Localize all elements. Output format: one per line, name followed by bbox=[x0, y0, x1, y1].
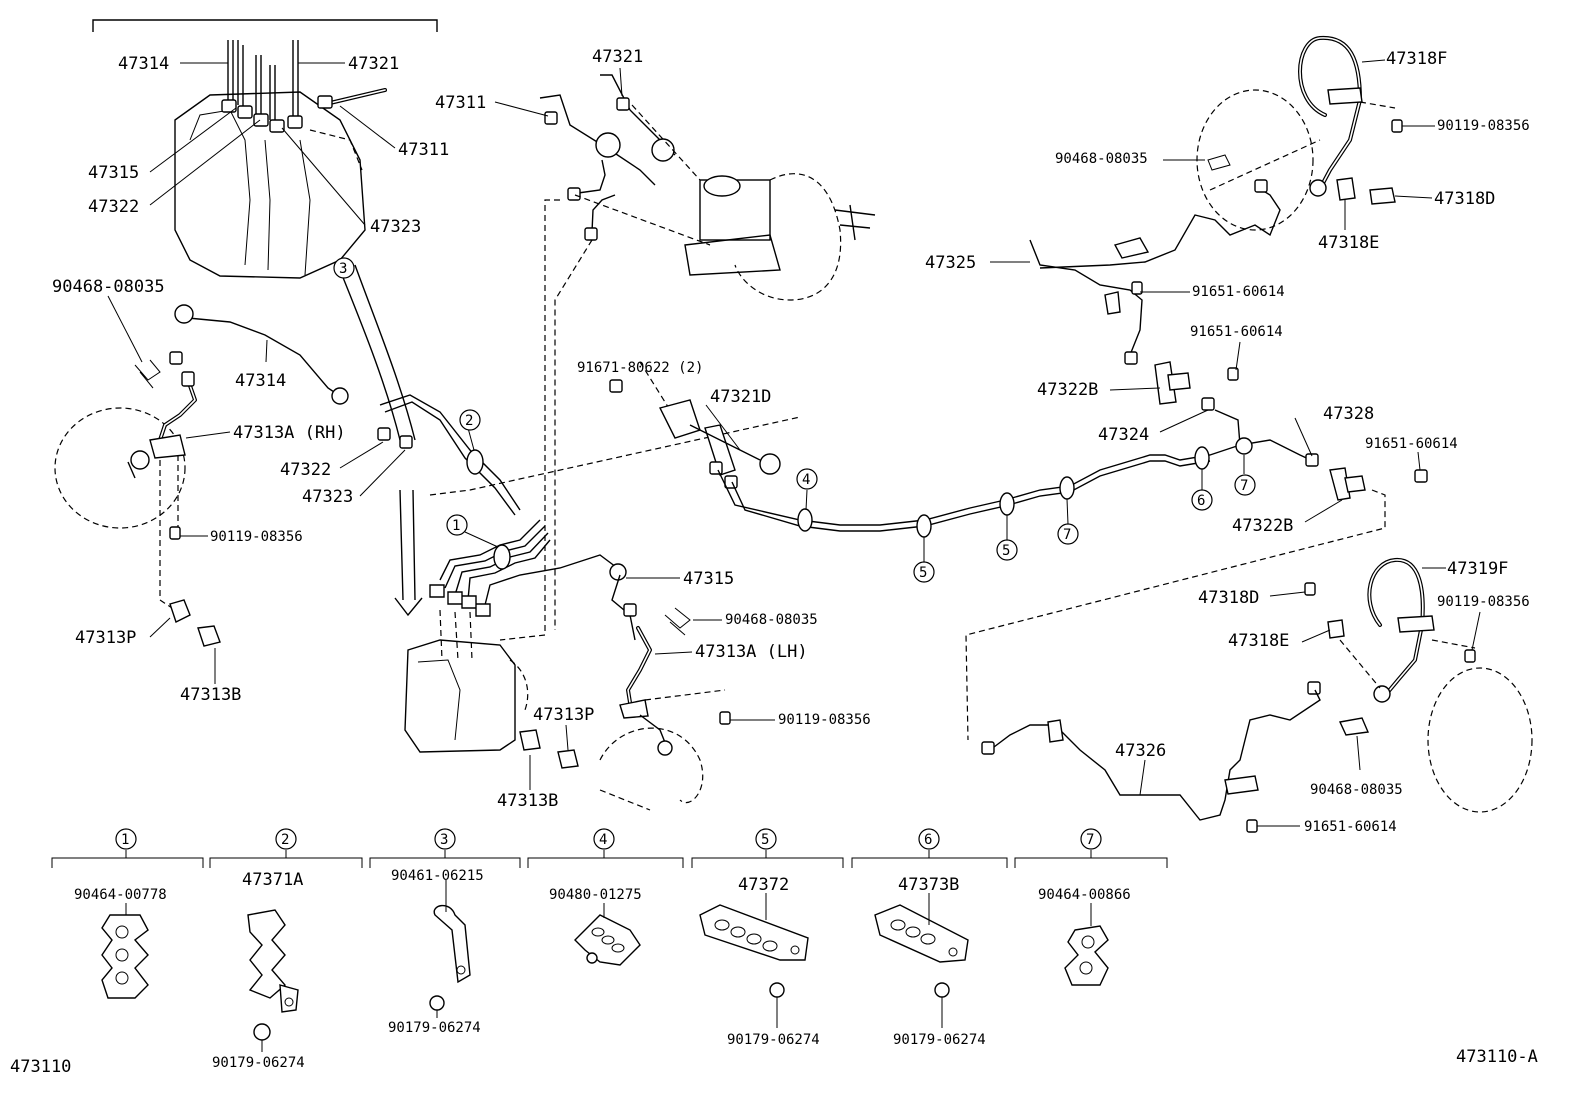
label-47318E-a: 47318E bbox=[1318, 233, 1379, 253]
center-abs-unit bbox=[331, 264, 801, 753]
marker-5a: 5 bbox=[919, 565, 927, 581]
table-num-1: 1 bbox=[121, 832, 129, 848]
label-47325: 47325 bbox=[925, 253, 976, 273]
table-part-7: 90464-00866 bbox=[1038, 887, 1131, 903]
rear-brake-line bbox=[609, 361, 1428, 741]
clamp-markers bbox=[333, 257, 1256, 583]
label-47313A-lh: 47313A (LH) bbox=[695, 642, 808, 662]
clamp-table bbox=[51, 828, 1168, 1052]
marker-4: 4 bbox=[802, 472, 810, 488]
label-47322B-b: 47322B bbox=[1232, 516, 1293, 536]
table-part-6: 47373B bbox=[898, 875, 959, 895]
label-47321D: 47321D bbox=[710, 387, 771, 407]
table-part-5: 47372 bbox=[738, 875, 789, 895]
label-abs-47314: 47314 bbox=[118, 54, 169, 74]
table-num-6: 6 bbox=[924, 832, 932, 848]
abs-actuator-detail bbox=[92, 19, 438, 279]
label-47313A-rh: 47313A (RH) bbox=[233, 423, 346, 443]
label-abs-47315: 47315 bbox=[88, 163, 139, 183]
label-47313P-rh: 47313P bbox=[75, 628, 136, 648]
label-47321-mc: 47321 bbox=[592, 47, 643, 67]
rear-lh-brake-assembly bbox=[981, 557, 1533, 833]
marker-5b: 5 bbox=[1002, 543, 1010, 559]
table-num-2: 2 bbox=[281, 832, 289, 848]
label-90468-lh: 90468-08035 bbox=[725, 612, 818, 628]
table-bolt-3: 90179-06274 bbox=[388, 1020, 481, 1036]
label-90468-a: 90468-08035 bbox=[1055, 151, 1148, 167]
marker-6: 6 bbox=[1197, 493, 1205, 509]
label-abs-47322: 47322 bbox=[88, 197, 139, 217]
label-47313B-rh: 47313B bbox=[180, 685, 241, 705]
label-47318F: 47318F bbox=[1386, 49, 1447, 69]
table-bolt-2: 90179-06274 bbox=[212, 1055, 305, 1071]
table-num-4: 4 bbox=[599, 832, 607, 848]
table-num-7: 7 bbox=[1086, 832, 1094, 848]
table-bolt-6: 90179-06274 bbox=[893, 1032, 986, 1048]
table-num-3: 3 bbox=[440, 832, 448, 848]
table-bolt-5: 90179-06274 bbox=[727, 1032, 820, 1048]
label-91671: 91671-80622 (2) bbox=[577, 360, 703, 376]
label-47313B-lh: 47313B bbox=[497, 791, 558, 811]
label-47315: 47315 bbox=[683, 569, 734, 589]
label-91651-d: 91651-60614 bbox=[1304, 819, 1397, 835]
label-90119-lh: 90119-08356 bbox=[778, 712, 871, 728]
label-47322B-a: 47322B bbox=[1037, 380, 1098, 400]
label-47318D-a: 47318D bbox=[1434, 189, 1495, 209]
label-47323: 47323 bbox=[302, 487, 353, 507]
label-47318E-b: 47318E bbox=[1228, 631, 1289, 651]
label-47313P-lh: 47313P bbox=[533, 705, 594, 725]
marker-7a: 7 bbox=[1063, 527, 1071, 543]
table-num-5: 5 bbox=[761, 832, 769, 848]
label-47314: 47314 bbox=[235, 371, 286, 391]
table-part-1: 90464-00778 bbox=[74, 887, 167, 903]
label-47311-mc: 47311 bbox=[435, 93, 486, 113]
label-91651-b: 91651-60614 bbox=[1190, 324, 1283, 340]
marker-3: 3 bbox=[339, 261, 347, 277]
table-part-2: 47371A bbox=[242, 870, 303, 890]
label-47326: 47326 bbox=[1115, 741, 1166, 761]
table-part-4: 90480-01275 bbox=[549, 887, 642, 903]
label-90119-a: 90119-08356 bbox=[1437, 118, 1530, 134]
label-91651-a: 91651-60614 bbox=[1192, 284, 1285, 300]
label-90468-rh: 90468-08035 bbox=[52, 277, 165, 297]
label-90119-d: 90119-08356 bbox=[1437, 594, 1530, 610]
label-91651-c: 91651-60614 bbox=[1365, 436, 1458, 452]
label-47322: 47322 bbox=[280, 460, 331, 480]
label-47324: 47324 bbox=[1098, 425, 1149, 445]
front-lh-brake-assembly bbox=[519, 563, 775, 811]
label-90119-rh: 90119-08356 bbox=[210, 529, 303, 545]
label-47319F: 47319F bbox=[1447, 559, 1508, 579]
master-cylinder bbox=[494, 67, 876, 641]
label-90468-d: 90468-08035 bbox=[1310, 782, 1403, 798]
table-part-3: 90461-06215 bbox=[391, 868, 484, 884]
marker-1: 1 bbox=[452, 518, 460, 534]
label-abs-47311: 47311 bbox=[398, 140, 449, 160]
marker-7b: 7 bbox=[1240, 478, 1248, 494]
label-47318D-b: 47318D bbox=[1198, 588, 1259, 608]
diagram-code-right: 473110-A bbox=[1456, 1047, 1538, 1067]
rear-rh-brake-assembly bbox=[990, 35, 1435, 405]
label-47328: 47328 bbox=[1323, 404, 1374, 424]
front-rh-brake-assembly bbox=[54, 295, 341, 684]
marker-2: 2 bbox=[465, 413, 473, 429]
diagram-code-left: 473110 bbox=[10, 1057, 71, 1077]
label-abs-47321: 47321 bbox=[348, 54, 399, 74]
label-abs-47323: 47323 bbox=[370, 217, 421, 237]
